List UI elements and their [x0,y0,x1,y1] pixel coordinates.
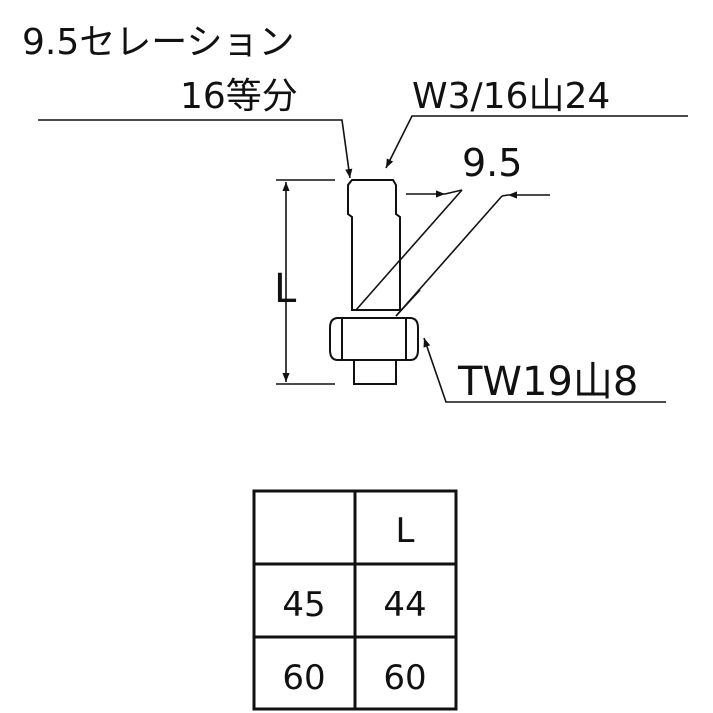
bottom-thread-label: TW19山8 [457,359,638,405]
bottom-thread-leader-line [423,337,666,403]
table-header-cell-2: L [396,511,415,551]
table-row-2-length: 60 [383,658,426,698]
serration-division-label: 16等分 [180,76,298,117]
top-thread-label: W3/16山24 [412,76,610,117]
table-row-2-size: 60 [282,658,325,698]
size-table: L 45 44 60 60 [252,489,458,711]
table-row-1-length: 44 [383,585,426,625]
serration-label: 9.5セレーション [22,22,295,63]
serration-leader-line [38,119,353,179]
fitting-part-outline [329,179,419,385]
table-row-1-size: 45 [282,585,325,625]
diameter-label: 9.5 [462,141,522,185]
top-thread-leader-line [385,115,688,169]
